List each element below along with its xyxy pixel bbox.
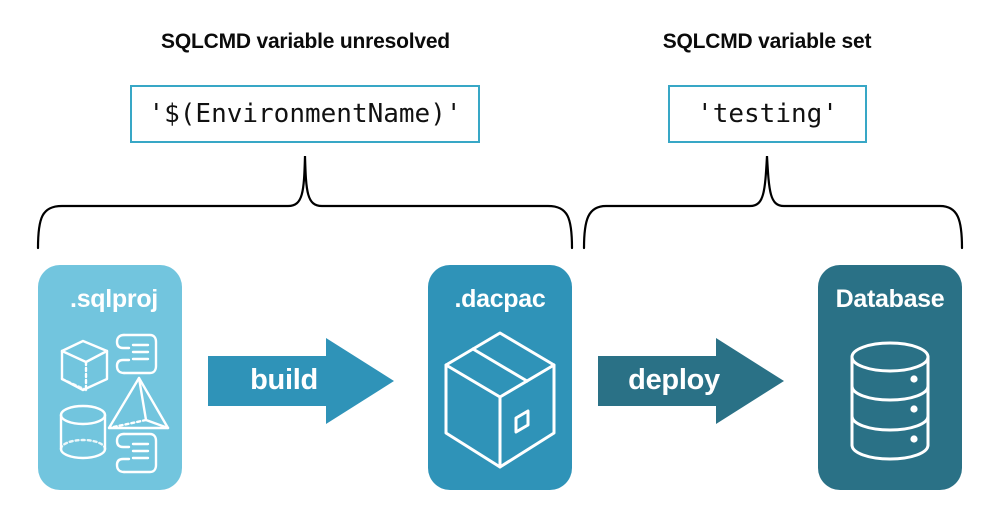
cube-icon (60, 339, 109, 392)
sqlcmd-value-box-set: 'testing' (668, 85, 867, 143)
arrow-build: build (208, 336, 398, 426)
stage-label-database: Database (835, 285, 945, 313)
cylinder-icon (59, 404, 107, 460)
stage-label-sqlproj: .sqlproj (70, 285, 158, 313)
brace-unresolved (36, 155, 574, 250)
scroll-icon (115, 333, 158, 375)
sqlproj-icon-cluster (38, 317, 182, 485)
sqlcmd-value-box-unresolved: '$(EnvironmentName)' (130, 85, 480, 143)
build-arrow-shape (208, 338, 394, 424)
group-heading-unresolved: SQLCMD variable unresolved (161, 30, 450, 53)
brace-set (582, 155, 964, 250)
stage-box-sqlproj: .sqlproj (38, 265, 182, 490)
database-cylinder-icon (850, 341, 930, 461)
pyramid-icon (107, 376, 170, 430)
stage-box-database: Database (818, 265, 962, 490)
stage-label-dacpac: .dacpac (454, 285, 546, 313)
package-box-icon (444, 331, 556, 469)
stage-box-dacpac: .dacpac (428, 265, 572, 490)
scroll-icon (115, 432, 158, 474)
database-art (818, 317, 962, 485)
deploy-arrow-shape (598, 338, 784, 424)
brace-connectors (0, 140, 1000, 250)
dacpac-package-art (428, 317, 572, 485)
arrow-deploy: deploy (598, 336, 788, 426)
group-heading-set: SQLCMD variable set (662, 30, 872, 53)
